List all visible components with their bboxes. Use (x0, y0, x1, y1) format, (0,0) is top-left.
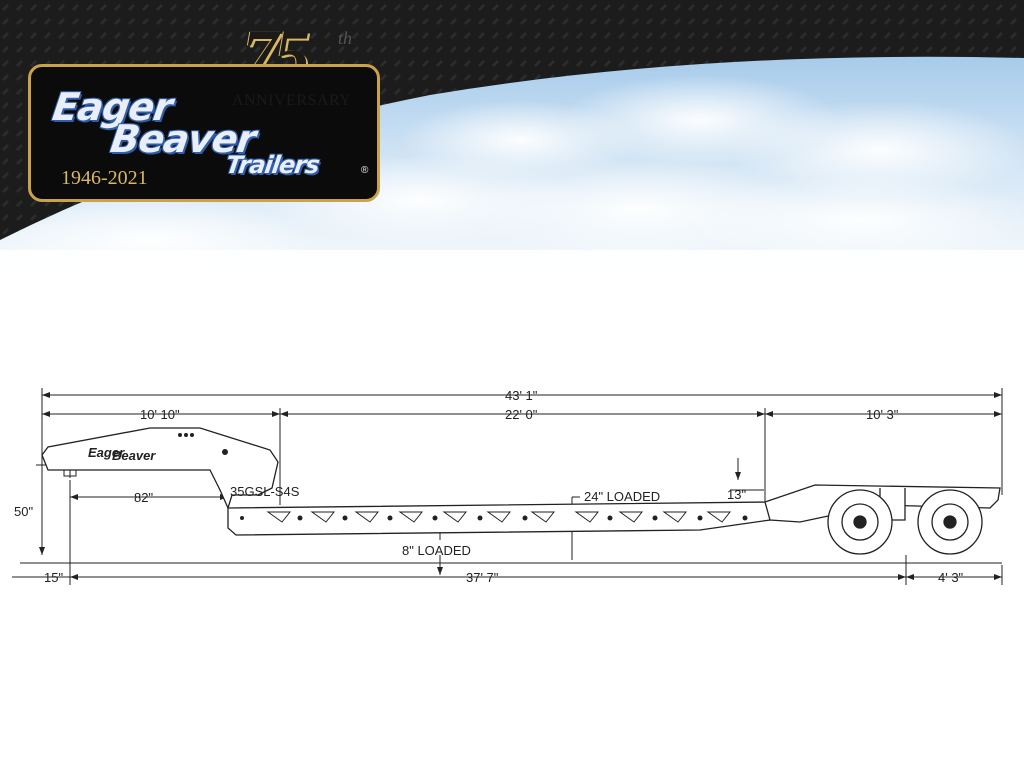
dim-overall-length: 43' 1" (505, 388, 538, 403)
dim-ground-clearance-loaded: 8" LOADED (402, 543, 471, 558)
trailer-dimension-diagram: Eager Beaver 35GSL-S4S 43' 1" 10' 10" 22… (0, 300, 1024, 605)
dim-rear-step: 13" (727, 487, 746, 502)
dim-deck-length: 22' 0" (505, 407, 538, 422)
anniversary-suffix: th (338, 28, 353, 48)
dim-rear-section: 10' 3" (866, 407, 899, 422)
dim-rear-overhang: 4' 3" (938, 570, 964, 585)
dim-kingpin-to-neck: 82" (134, 490, 153, 505)
trailer-body (41, 427, 1001, 555)
side-brand-eager: Eager (88, 445, 125, 460)
model-label: 35GSL-S4S (230, 484, 300, 499)
dim-kingpin-to-axle: 37' 7" (466, 570, 499, 585)
header-background (0, 0, 1024, 300)
dim-front-swing: 15" (44, 570, 63, 585)
brand-word-trailers: Trailers (224, 151, 321, 179)
brand-logo: Eager Beaver Trailers 1946-2021 ® (28, 64, 380, 202)
registered-mark: ® (361, 165, 369, 176)
deck-holes (178, 433, 748, 521)
dimension-lines (12, 388, 1003, 585)
side-brand-beaver: Beaver (112, 448, 156, 463)
anniversary-label: ANNIVERSARY (232, 92, 352, 109)
dim-fifth-wheel-height: 50" (14, 504, 33, 519)
deck-crossmembers (266, 511, 732, 523)
dim-deck-height-loaded: 24" LOADED (584, 489, 660, 504)
brand-years: 1946-2021 (61, 167, 148, 189)
kingpin (63, 469, 77, 478)
trailer-drawing: Eager Beaver 35GSL-S4S 43' 1" 10' 10" 22… (12, 388, 1003, 585)
page-header: 75 th Eager Beaver Trailers 1946-2021 ® … (0, 0, 1024, 300)
dim-gooseneck-length: 10' 10" (140, 407, 180, 422)
arrowheads (39, 392, 1002, 580)
